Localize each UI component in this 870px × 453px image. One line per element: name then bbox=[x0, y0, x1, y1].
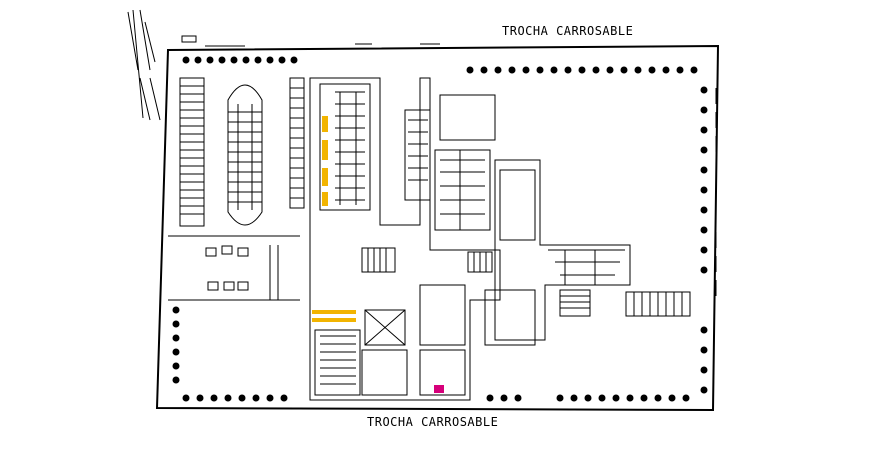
site-boundary bbox=[155, 44, 720, 412]
canopy-right bbox=[625, 291, 691, 317]
parking-strip-left bbox=[179, 77, 205, 227]
road-label-bottom: TROCHA CARROSABLE bbox=[367, 415, 499, 429]
stair-right bbox=[559, 289, 591, 317]
atrium bbox=[364, 309, 406, 346]
tree-row bbox=[172, 56, 708, 402]
main-building bbox=[309, 77, 501, 401]
parking-strip-center bbox=[289, 77, 305, 209]
street-lines bbox=[127, 9, 161, 121]
highlighted-areas bbox=[312, 116, 356, 322]
accent-marker bbox=[434, 385, 444, 393]
parked-cars bbox=[205, 245, 249, 291]
road-label-top: TROCHA CARROSABLE bbox=[502, 24, 634, 38]
oval-parking bbox=[227, 84, 263, 226]
right-wing bbox=[494, 159, 631, 341]
stair-center bbox=[361, 247, 396, 273]
